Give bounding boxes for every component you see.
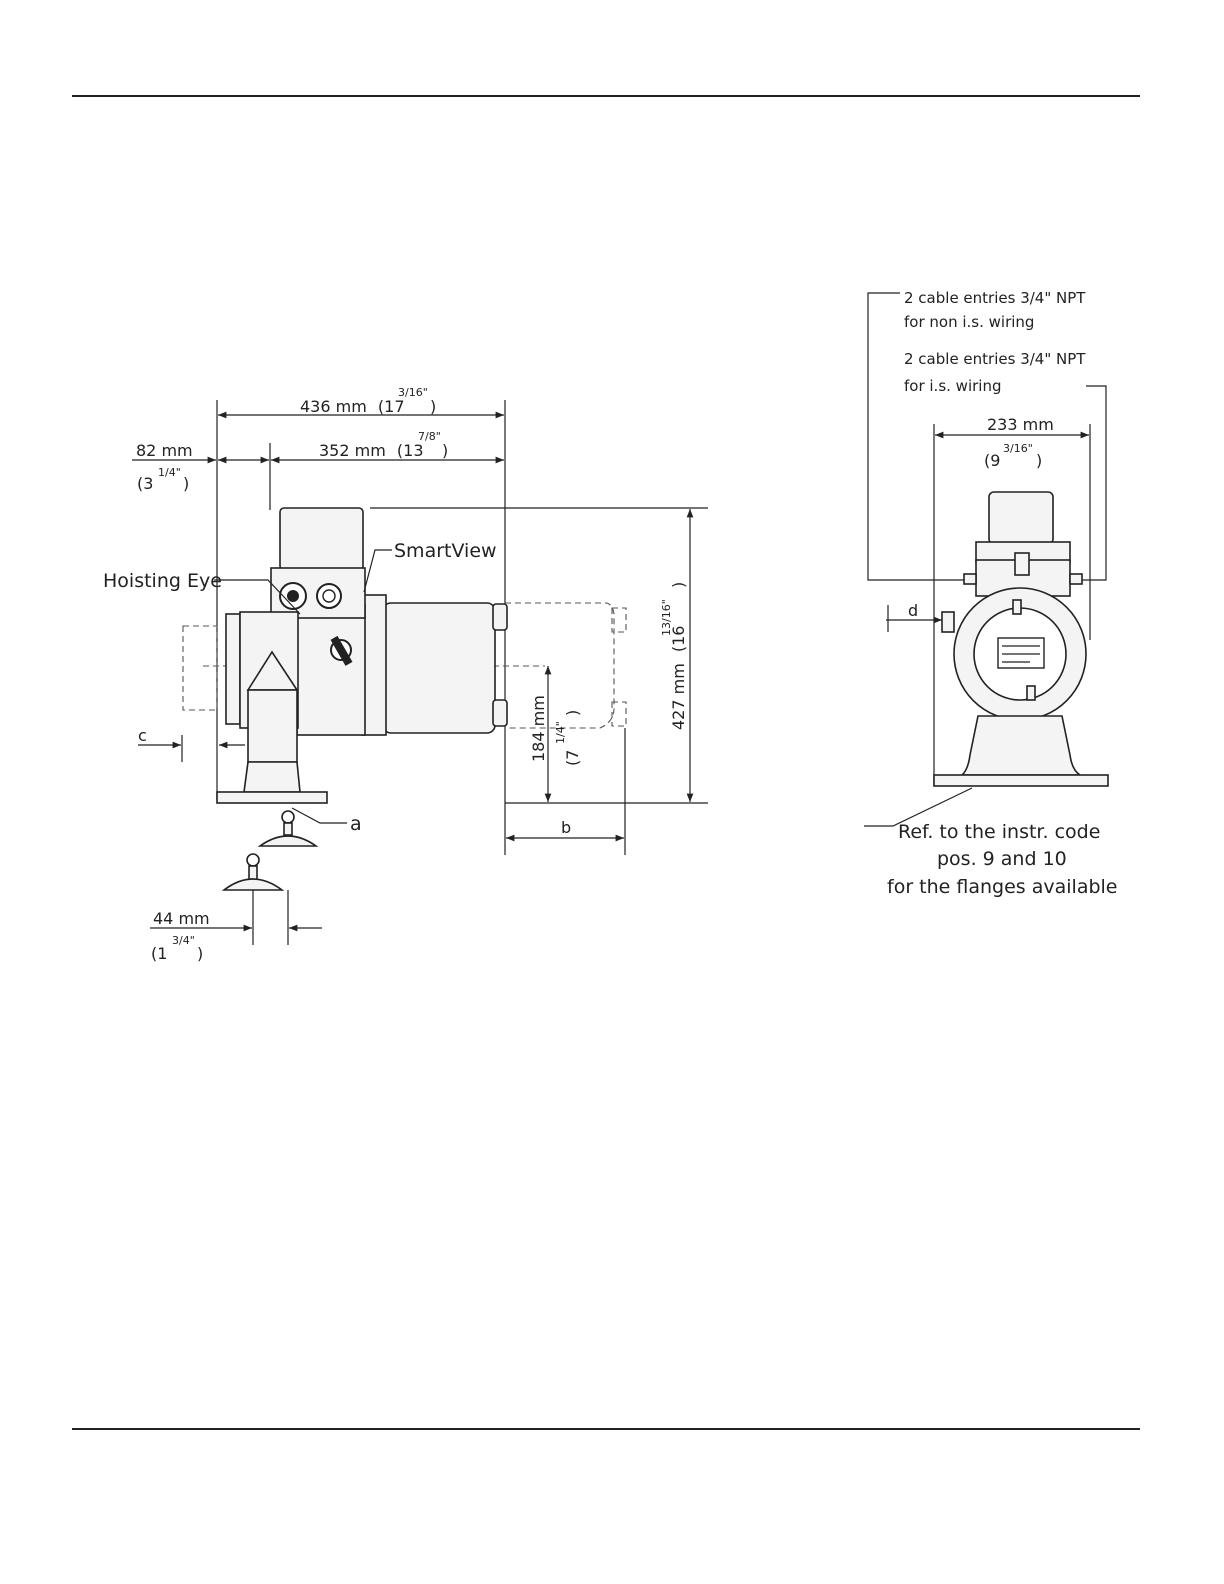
dim-body-close: )	[442, 441, 448, 460]
dim-body-fraction: 7/8"	[418, 430, 441, 443]
dim-height-fraction: 13/16"	[660, 599, 673, 636]
header-rule	[72, 95, 1140, 97]
dim-eye-open: (1	[151, 944, 167, 963]
dim-width-fraction: 3/16"	[1003, 442, 1033, 455]
dim-body-label: 352 mm (13	[319, 441, 424, 460]
dim-height-close: )	[669, 582, 688, 588]
dim-axis-label: 184 mm	[529, 695, 548, 762]
dim-axis-close: )	[563, 710, 582, 716]
dim-flange-open: (3	[137, 474, 153, 493]
dim-overall-label: 436 mm (17	[300, 397, 405, 416]
dim-overall-fraction: 3/16"	[398, 386, 428, 399]
ref-line3: for the flanges available	[887, 876, 1118, 898]
label-b: b	[561, 818, 571, 837]
hoisting-eye-label: Hoisting Eye	[103, 570, 222, 592]
smartview-label: SmartView	[394, 540, 497, 562]
label-a: a	[350, 813, 362, 835]
side-view: 436 mm (17 3/16" ) 352 mm (13 7/8" ) 82 …	[103, 386, 708, 963]
dim-axis-fraction: 1/4"	[554, 721, 567, 744]
dim-overall-close: )	[430, 397, 436, 416]
dim-flange-close: )	[183, 474, 189, 493]
cable-is-line1: 2 cable entries 3/4" NPT	[904, 350, 1086, 368]
dim-height-label: 427 mm (16	[669, 626, 688, 731]
dim-width-open: (9	[984, 451, 1000, 470]
dim-width-label: 233 mm	[987, 415, 1054, 434]
dim-eye-close: )	[197, 944, 203, 963]
footer-rule	[72, 1428, 1140, 1430]
dim-flange-fraction: 1/4"	[158, 466, 181, 479]
dim-flange-label: 82 mm	[136, 441, 193, 460]
dim-eye-label: 44 mm	[153, 909, 210, 928]
cable-nonis-line2: for non i.s. wiring	[904, 313, 1034, 331]
dim-eye-fraction: 3/4"	[172, 934, 195, 947]
dim-width-close: )	[1036, 451, 1042, 470]
ref-line1: Ref. to the instr. code	[898, 821, 1100, 843]
front-view: 2 cable entries 3/4" NPT for non i.s. wi…	[864, 289, 1118, 898]
ref-line2: pos. 9 and 10	[937, 848, 1067, 870]
label-d: d	[908, 601, 918, 620]
dim-axis-open: (7	[563, 750, 582, 766]
cable-nonis-line1: 2 cable entries 3/4" NPT	[904, 289, 1086, 307]
cable-is-line2: for i.s. wiring	[904, 377, 1001, 395]
label-c: c	[138, 726, 147, 745]
